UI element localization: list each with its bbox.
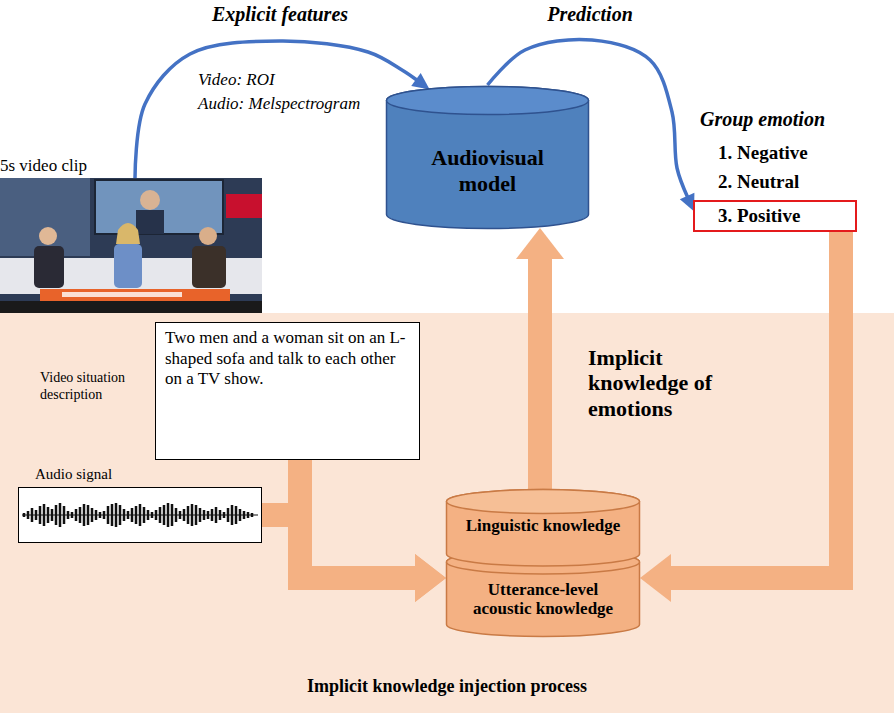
emotion-class: 3. Positive [695, 202, 800, 230]
knowledge-name: Utterance-level acoustic knowledge [458, 580, 628, 619]
waveform-ground [18, 487, 262, 543]
person-body [192, 246, 226, 288]
feature-note: Audio: Melspectrogram [198, 94, 360, 114]
screen-body [136, 210, 164, 234]
knowledge-arrow [528, 258, 552, 489]
studio-screen [95, 180, 223, 234]
knowledge-arrow [670, 232, 841, 578]
video-clip-frame: 5s video clip [0, 178, 262, 313]
news-banner-stripe [62, 292, 182, 297]
description-box: Two men and a woman sit on an L-shaped s… [155, 322, 420, 460]
knowledge-arrow [300, 460, 416, 578]
band-ground [0, 313, 894, 713]
injection-band: Implicit knowledge injection process Two … [0, 313, 894, 713]
news-banner [40, 289, 230, 301]
stage-title: Prediction [543, 3, 637, 26]
description-text: Two men and a woman sit on an L-shaped s… [165, 328, 410, 390]
video-frame [0, 178, 262, 313]
knowledge-arrow [262, 515, 416, 578]
clip-heading: 5s video clip [0, 156, 262, 176]
waveform-box: Audio signal [18, 487, 262, 543]
knowledge-name: Linguistic knowledge [445, 516, 641, 536]
feature-note: Video: ROI [198, 70, 275, 90]
studio-backdrop [0, 178, 262, 313]
audio-waveform [24, 503, 252, 527]
model-cylinder: Audiovisual model [385, 85, 590, 230]
knowledge-cylinder: Linguistic knowledgeUtterance-level acou… [445, 488, 641, 638]
emotion-class: 2. Neutral [718, 171, 799, 193]
output-heading: Group emotion [700, 108, 825, 131]
band-title: Implicit knowledge injection process [0, 676, 894, 697]
player-bar [0, 301, 262, 313]
cylinder-body [387, 87, 589, 229]
cylinder-top [387, 87, 589, 115]
person-head [199, 227, 217, 245]
audio-heading: Audio signal [35, 466, 277, 483]
cylinder-top [447, 490, 640, 514]
highlight-box: 3. Positive [693, 200, 857, 232]
screen-face [140, 190, 160, 210]
person-head [39, 227, 57, 245]
person-body [34, 246, 64, 288]
emotion-class: 1. Negative [718, 142, 808, 164]
knowledge-note: Implicit knowledge of emotions [588, 345, 713, 421]
person-hair [116, 223, 140, 244]
side-note: Video situation description [40, 370, 135, 404]
feature-arrow [135, 41, 417, 178]
channel-logo [226, 194, 262, 218]
person-body [114, 244, 142, 288]
stage-title: Explicit features [208, 3, 352, 26]
model-name: Audiovisual model [413, 145, 563, 196]
studio-wall [0, 178, 90, 256]
